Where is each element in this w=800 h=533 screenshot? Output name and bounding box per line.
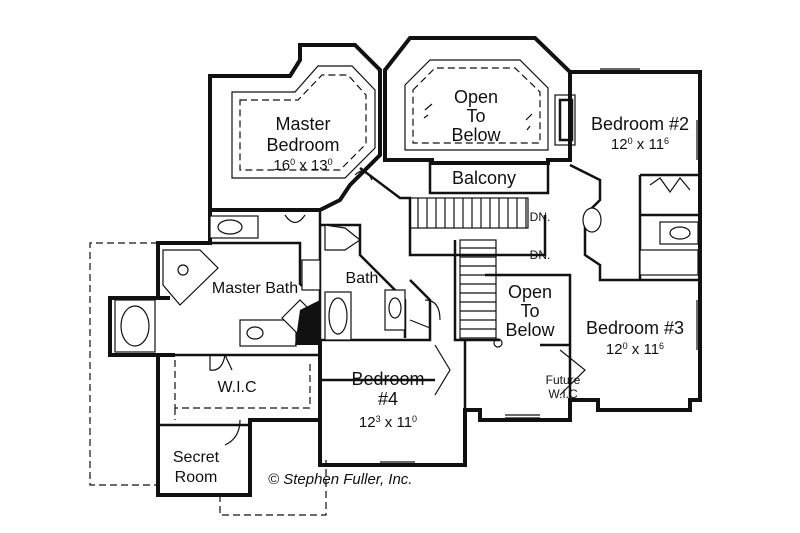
open-below-mid-3: Below [505, 320, 555, 340]
future-wic-1: Future [546, 373, 581, 387]
bedroom-3-dim: 120 x 116 [606, 341, 664, 358]
room-labels: Master Bedroom 160 x 130 Open To Below B… [173, 87, 689, 486]
master-tray-ceiling [231, 65, 376, 179]
doors [209, 170, 586, 446]
stair-dn-lower: DN. [530, 248, 551, 262]
wic-shelves [174, 360, 311, 420]
open-below-top-2: To [466, 106, 485, 126]
master-bath-fixtures [114, 215, 321, 353]
secret-room-label-1: Secret [173, 449, 220, 466]
copyright-credit: © Stephen Fuller, Inc. [268, 471, 412, 488]
bath-label: Bath [346, 270, 379, 287]
dashed-outline [89, 242, 327, 516]
bedroom-2-label: Bedroom #2 [591, 114, 689, 134]
wic-label: W.I.C [217, 379, 256, 396]
bedroom-4-dim: 123 x 110 [359, 414, 417, 431]
right-bath-fixtures [582, 207, 699, 276]
stair-dn-upper: DN. [530, 210, 551, 224]
master-bedroom-label-1: Master [275, 114, 330, 134]
bath-fixtures [324, 224, 406, 341]
open-below-mid-2: To [520, 301, 539, 321]
future-wic-2: W.I.C [548, 387, 578, 401]
secret-room-label-2: Room [175, 469, 218, 486]
stairs [409, 197, 529, 348]
master-bath-label: Master Bath [212, 280, 298, 297]
master-bedroom-dim: 160 x 130 [273, 157, 332, 174]
windows [380, 68, 701, 466]
bedroom-2-dim: 120 x 116 [611, 136, 669, 153]
open-below-top-3: Below [451, 125, 501, 145]
open-below-top-ceiling [404, 59, 549, 151]
balcony-label: Balcony [452, 168, 516, 188]
bedroom-4-label-2: #4 [378, 389, 398, 409]
open-below-top-1: Open [454, 87, 498, 107]
bedroom-3-label: Bedroom #3 [586, 318, 684, 338]
bedroom-4-label-1: Bedroom [351, 369, 424, 389]
master-bedroom-label-2: Bedroom [266, 135, 339, 155]
open-below-mid-1: Open [508, 282, 552, 302]
